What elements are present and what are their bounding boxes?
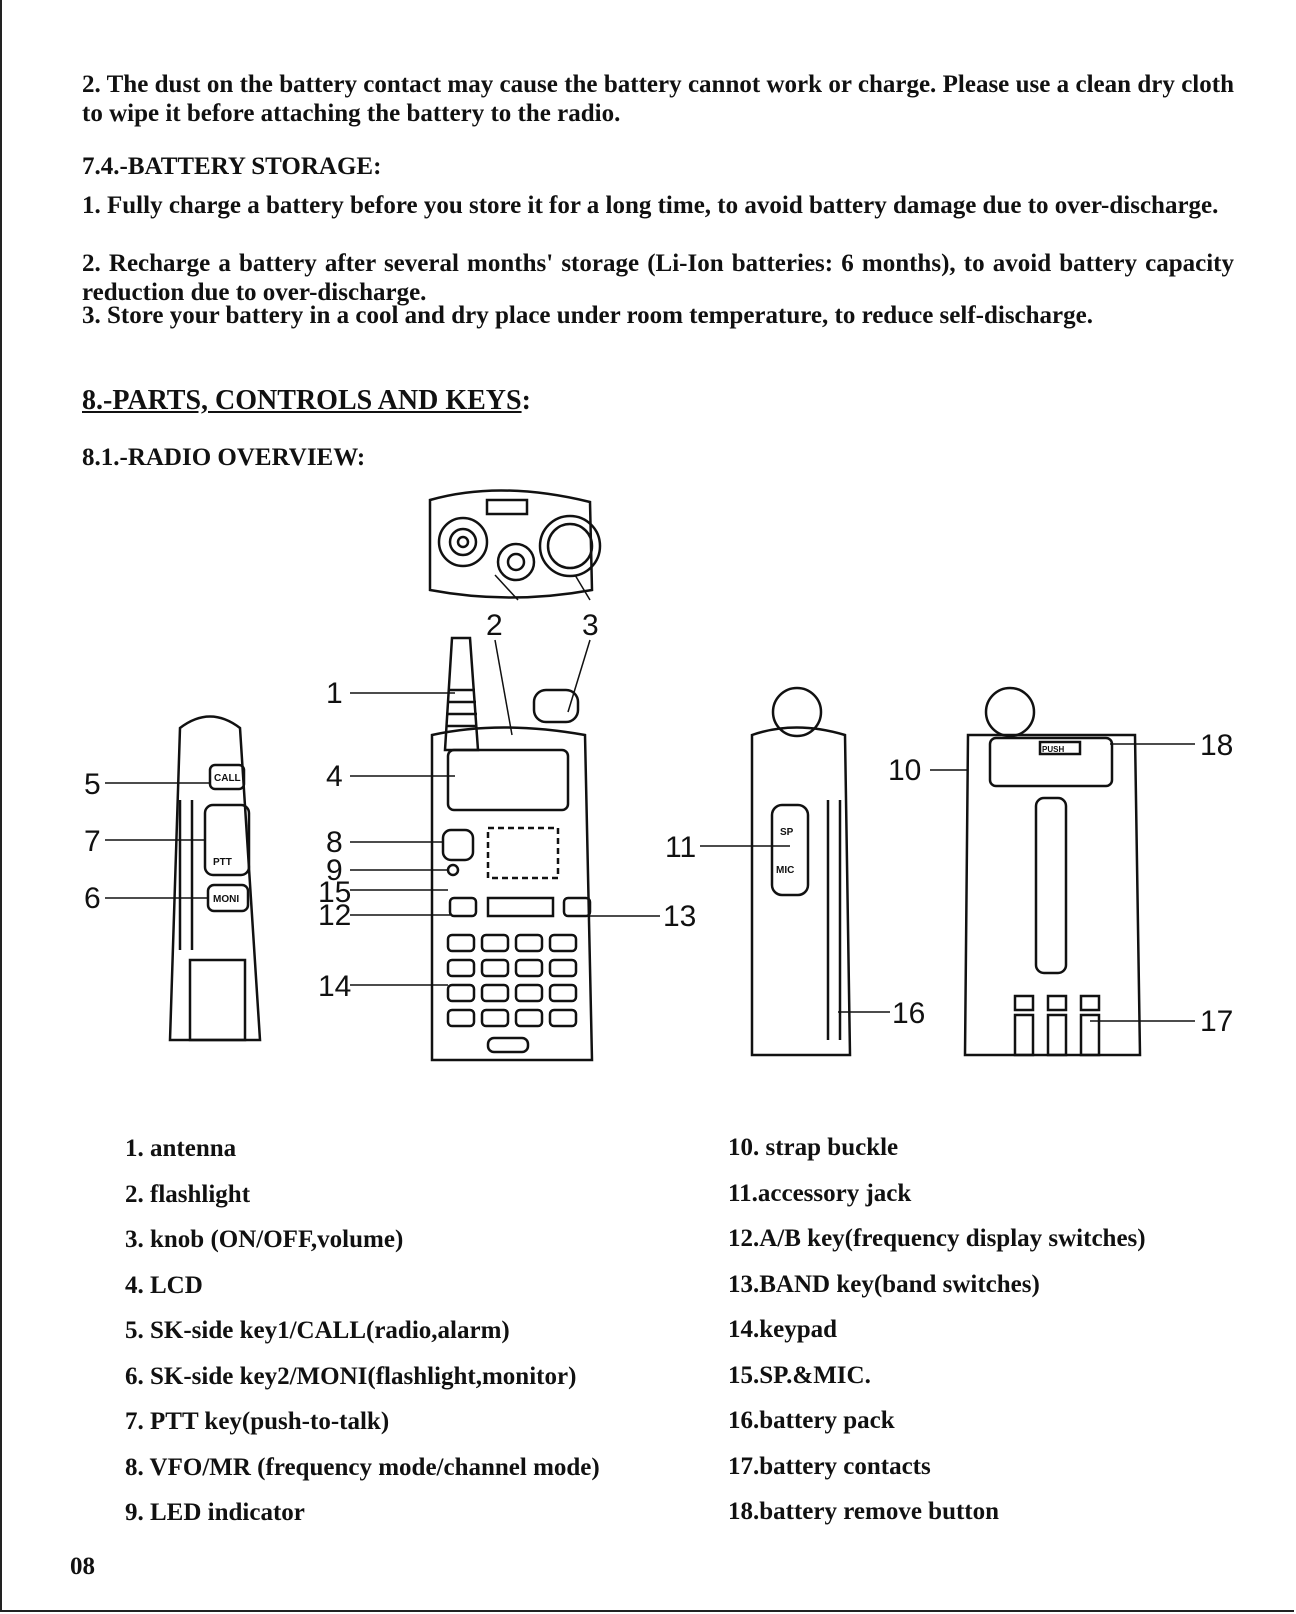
part-1: 1. antenna <box>125 1135 237 1162</box>
callout-15: 15 <box>318 876 351 909</box>
part-10: 10. strap buckle <box>728 1134 899 1161</box>
part-4: 4. LCD <box>125 1271 203 1299</box>
part-8: 8. VFO/MR (frequency mode/channel mode) <box>125 1453 600 1481</box>
callout-10: 10 <box>888 754 921 787</box>
callout-6: 6 <box>84 882 101 915</box>
part-11: 11.accessory jack <box>728 1179 912 1207</box>
call-key-label: CALL <box>214 773 241 784</box>
callout-leader-lines <box>105 574 1195 1022</box>
radio-overview-heading: 8.1.-RADIO OVERVIEW: <box>82 444 366 471</box>
radio-overview-diagram: CALL PTT MONI SP MIC PUSH 1 2 3 4 5 6 7 … <box>84 489 1233 1062</box>
storage-item-1: 1. Fully charge a battery before you sto… <box>82 192 1219 219</box>
part-16: 16.battery pack <box>728 1407 895 1434</box>
storage-item-2: 2. Recharge a battery after several mont… <box>82 250 1234 306</box>
parts-list-left: 1. antenna 2. flashlight 3. knob (ON/OFF… <box>125 1134 600 1544</box>
ptt-key-label: PTT <box>213 857 232 868</box>
radio-left-side-view <box>168 715 262 1042</box>
part-2: 2. flashlight <box>125 1180 251 1208</box>
part-12: 12.A/B key(frequency display switches) <box>728 1225 1146 1252</box>
section-heading: 8.-PARTS, CONTROLS AND KEYS: <box>82 385 531 417</box>
storage-item-3: 3. Store your battery in a cool and dry … <box>82 302 1093 329</box>
intro-paragraph: 2. The dust on the battery contact may c… <box>82 71 1234 127</box>
callout-12: 12 <box>318 899 351 932</box>
radio-back-view <box>963 686 1142 1057</box>
part-5: 5. SK-side key1/CALL(radio,alarm) <box>125 1317 510 1344</box>
callout-5: 5 <box>84 768 101 801</box>
part-9: 9. LED indicator <box>125 1499 305 1526</box>
callout-13: 13 <box>663 900 696 933</box>
push-label: PUSH <box>1042 745 1064 754</box>
sp-label: SP <box>780 827 794 838</box>
callout-18: 18 <box>1200 729 1233 762</box>
section-heading-text: 8.-PARTS, CONTROLS AND KEYS <box>82 385 522 416</box>
callout-4: 4 <box>326 760 343 793</box>
storage-heading: 7.4.-BATTERY STORAGE: <box>82 153 382 180</box>
callout-9: 9 <box>326 854 343 887</box>
radio-top-view <box>428 489 602 599</box>
part-13: 13.BAND key(band switches) <box>728 1270 1040 1298</box>
callout-3: 3 <box>582 609 599 642</box>
callout-1: 1 <box>326 677 343 710</box>
moni-key-label: MONI <box>213 894 239 905</box>
parts-list-right: 10. strap buckle 11.accessory jack 12.A/… <box>728 1133 1146 1543</box>
part-14: 14.keypad <box>728 1316 838 1343</box>
mic-label: MIC <box>776 865 794 876</box>
callout-7: 7 <box>84 825 101 858</box>
radio-front-view <box>430 636 594 1062</box>
page-number: 08 <box>70 1553 95 1580</box>
part-7: 7. PTT key(push-to-talk) <box>125 1408 390 1435</box>
radio-right-side-view <box>750 686 852 1057</box>
part-6: 6. SK-side key2/MONI(flashlight,monitor) <box>125 1362 577 1390</box>
callout-14: 14 <box>318 970 351 1003</box>
keypad <box>446 933 578 1028</box>
callout-17: 17 <box>1200 1005 1233 1038</box>
callout-8: 8 <box>326 826 343 859</box>
callout-11: 11 <box>665 831 696 864</box>
callout-2: 2 <box>486 609 503 642</box>
callout-16: 16 <box>892 997 925 1030</box>
section-heading-colon: : <box>521 385 531 416</box>
part-15: 15.SP.&MIC. <box>728 1361 871 1389</box>
part-17: 17.battery contacts <box>728 1452 931 1480</box>
part-3: 3. knob (ON/OFF,volume) <box>125 1226 404 1253</box>
part-18: 18.battery remove button <box>728 1498 1000 1525</box>
